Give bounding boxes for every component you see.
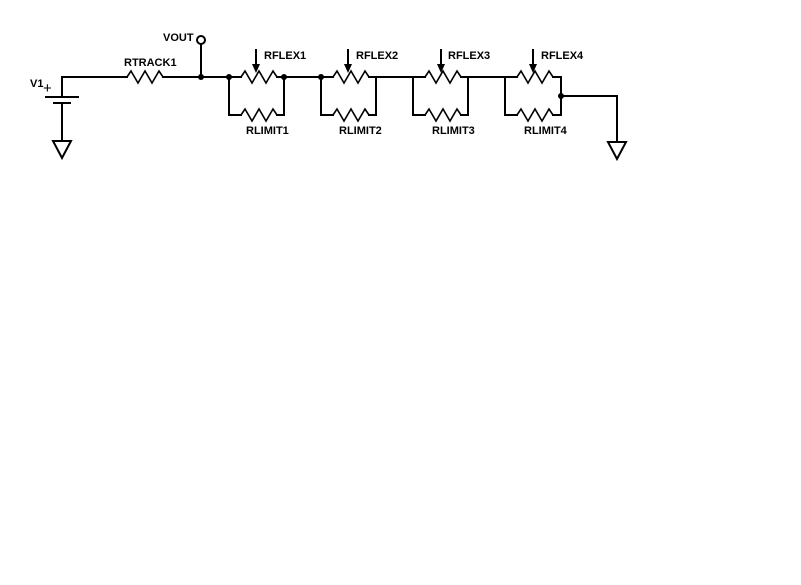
arrow-down-icon bbox=[529, 64, 537, 73]
rflex3-label: RFLEX3 bbox=[448, 50, 490, 62]
resistor-rflex2[interactable] bbox=[332, 69, 370, 85]
rlimit1-label: RLIMIT1 bbox=[246, 125, 289, 137]
vout-terminal-icon[interactable] bbox=[196, 35, 206, 45]
resistor-rlimit4[interactable] bbox=[516, 107, 554, 123]
resistor-rflex4[interactable] bbox=[516, 69, 554, 85]
resistor-rtrack1[interactable] bbox=[126, 69, 164, 85]
rflex2-label: RFLEX2 bbox=[356, 50, 398, 62]
rtrack1-label: RTRACK1 bbox=[124, 57, 177, 69]
ground-right-icon bbox=[606, 141, 628, 162]
stage-2 bbox=[318, 49, 414, 123]
resistor-rlimit2[interactable] bbox=[332, 107, 370, 123]
rlimit4-label: RLIMIT4 bbox=[524, 125, 568, 137]
ground-left-icon bbox=[51, 140, 73, 161]
rflex1-label: RFLEX1 bbox=[264, 50, 306, 62]
junction-dot bbox=[198, 74, 204, 80]
stage-3 bbox=[412, 49, 506, 123]
battery-v1[interactable] bbox=[45, 76, 79, 142]
vout-label: VOUT bbox=[163, 32, 194, 44]
resistor-rflex3[interactable] bbox=[424, 69, 462, 85]
resistor-rflex1[interactable] bbox=[240, 69, 278, 85]
battery-plus-sign: + bbox=[43, 80, 52, 97]
arrow-down-icon bbox=[437, 64, 445, 73]
rflex4-label: RFLEX4 bbox=[541, 50, 584, 62]
battery-label: V1 bbox=[30, 78, 43, 90]
arrow-down-icon bbox=[344, 64, 352, 73]
resistor-rlimit1[interactable] bbox=[240, 107, 278, 123]
stage-1 bbox=[226, 49, 322, 123]
resistor-rlimit3[interactable] bbox=[424, 107, 462, 123]
rlimit2-label: RLIMIT2 bbox=[339, 125, 382, 137]
arrow-down-icon bbox=[252, 64, 260, 73]
rlimit3-label: RLIMIT3 bbox=[432, 125, 475, 137]
